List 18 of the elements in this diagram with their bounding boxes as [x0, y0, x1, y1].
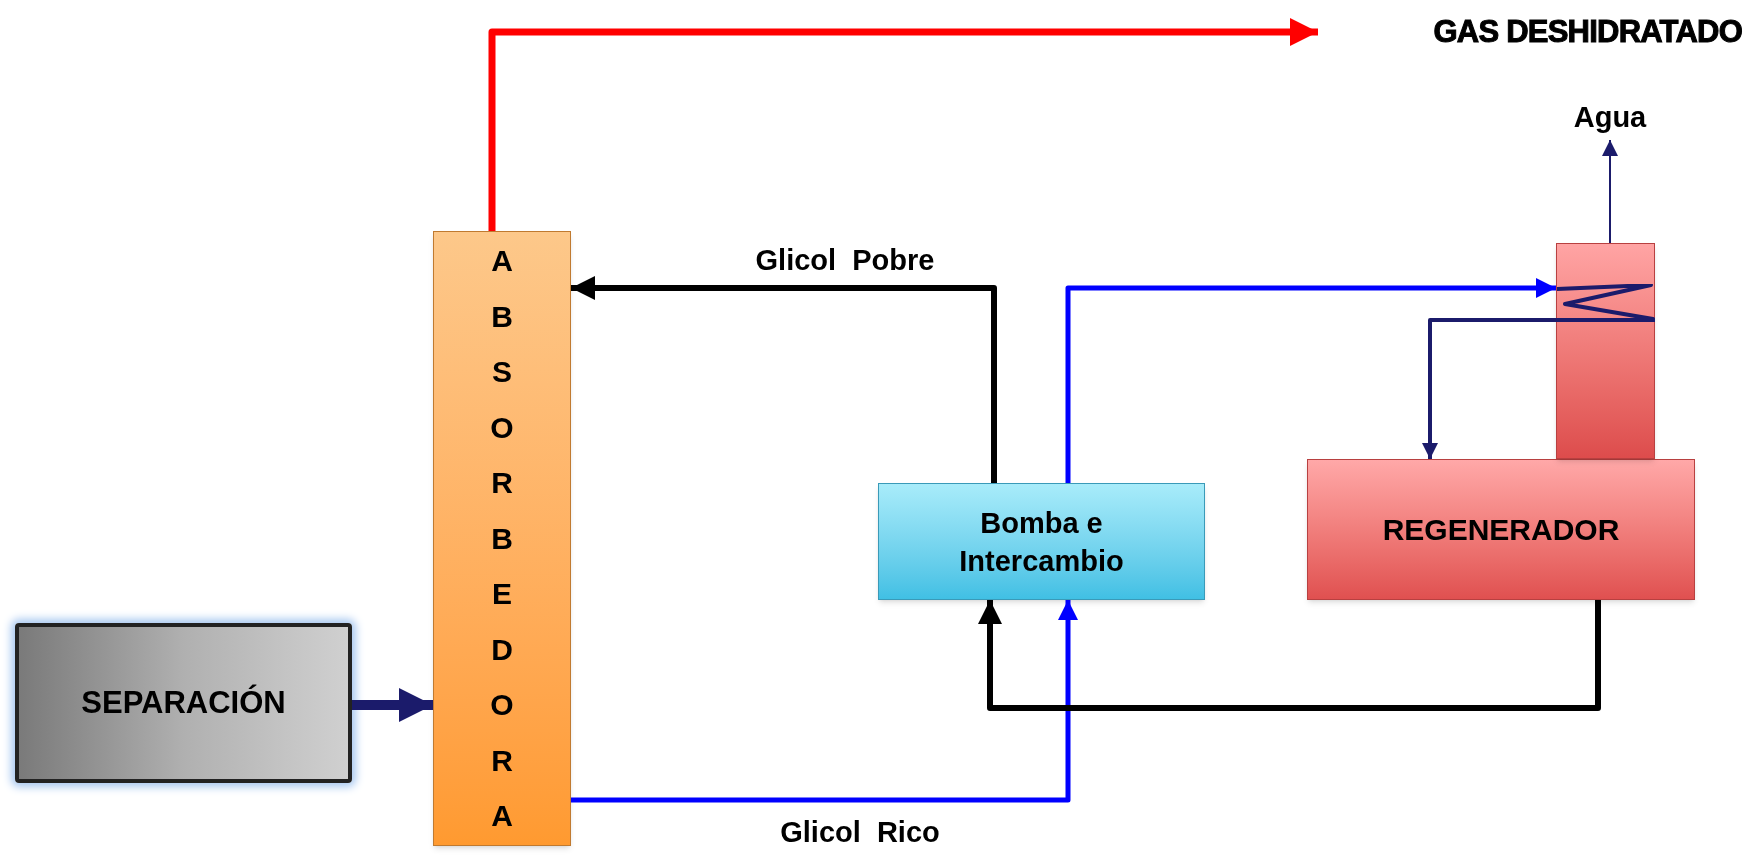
flow-arrow	[1065, 278, 1556, 483]
flow-arrow	[352, 688, 433, 722]
node-label: REGENERADOR	[1382, 512, 1620, 548]
vertical-label: ABSORBEDORA	[489, 243, 515, 835]
process-box	[15, 623, 352, 783]
absorber-column	[433, 231, 571, 846]
node-label: Bomba e Intercambio	[958, 505, 1125, 579]
flow-arrow	[1422, 318, 1655, 459]
flow-arrow	[571, 600, 1078, 803]
still-column	[1556, 243, 1655, 459]
flow-arrow	[978, 600, 1601, 711]
regenerator-vessel	[1307, 459, 1695, 600]
process-box	[878, 483, 1205, 600]
node-label: Agua	[1573, 100, 1647, 136]
node-label: GAS DESHIDRATADO	[1433, 12, 1742, 51]
node-label: SEPARACIÓN	[81, 683, 286, 722]
flow-arrow	[1602, 139, 1618, 244]
flow-arrow	[571, 276, 997, 483]
